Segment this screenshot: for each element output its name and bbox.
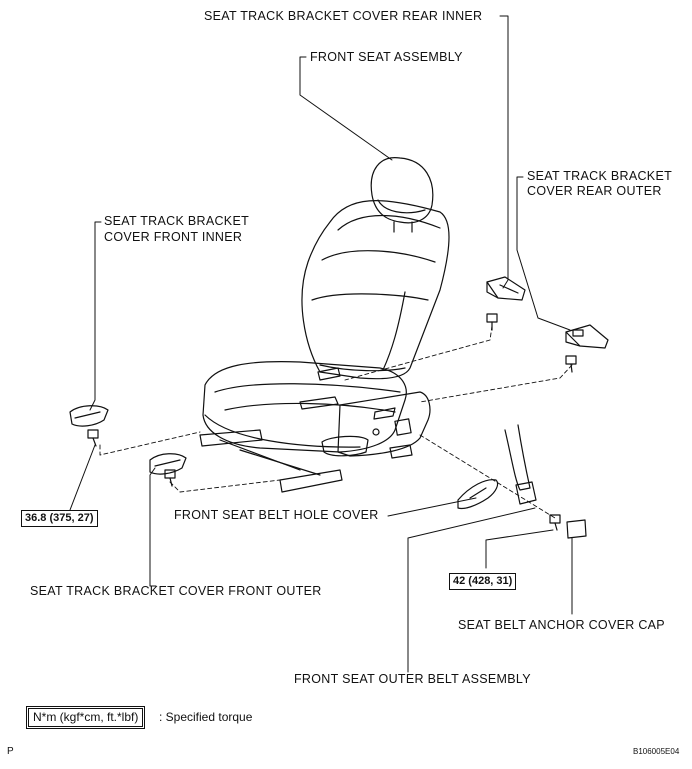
leader-rear-inner (499, 15, 509, 289)
leader-front-outer (149, 467, 157, 587)
anchor-cover-cap (566, 519, 587, 539)
label-rear-outer-line1: SEAT TRACK BRACKET (527, 169, 673, 183)
bracket-cover-rear-inner (486, 276, 526, 301)
torque-seat-bolt: 36.8 (375, 27) (21, 510, 98, 527)
leader-front-inner (89, 221, 102, 411)
label-belt-hole-cover: FRONT SEAT BELT HOLE COVER (174, 508, 379, 522)
seat-track-left (199, 429, 263, 447)
leader-outer-belt (407, 507, 536, 673)
front-seat (199, 157, 450, 493)
leader-front-seat-assembly (299, 56, 393, 161)
label-rear-outer-line2: COVER REAR OUTER (527, 184, 662, 198)
torque-belt-anchor: 42 (428, 31) (449, 573, 517, 590)
corner-mark: P (7, 746, 14, 757)
label-rear-inner: SEAT TRACK BRACKET COVER REAR INNER (204, 9, 483, 23)
bracket-cover-front-outer (149, 453, 187, 475)
headrest (370, 157, 434, 224)
side-shield (337, 391, 431, 457)
bolt-belt-anchor (549, 514, 561, 531)
label-front-inner-line1: SEAT TRACK BRACKET (104, 214, 250, 228)
leader-belt-hole-cover (387, 497, 477, 517)
label-front-seat-assembly: FRONT SEAT ASSEMBLY (310, 50, 463, 64)
label-anchor-cap: SEAT BELT ANCHOR COVER CAP (458, 618, 665, 632)
seat-cushion (202, 361, 407, 453)
belt-hole-cover (457, 479, 499, 510)
leader-lines (69, 15, 573, 673)
label-front-inner-line2: COVER FRONT INNER (104, 230, 243, 244)
outer-belt (504, 424, 537, 505)
bolt-front-outer (164, 469, 176, 487)
seat-track-right (279, 469, 343, 493)
alignment-lines (99, 325, 573, 519)
legend-description: : Specified torque (159, 710, 253, 724)
legend-torque-box: N*m (kgf*cm, ft.*lbf) (25, 706, 146, 729)
bolt-rear-inner (486, 313, 498, 331)
bracket-cover-front-inner (69, 405, 109, 427)
bolts (87, 313, 577, 531)
bolt-rear-outer (565, 355, 577, 373)
leader-rear-outer (516, 176, 571, 331)
label-outer-belt: FRONT SEAT OUTER BELT ASSEMBLY (294, 672, 531, 686)
seatback (301, 200, 450, 380)
figure-code: B106005E04 (633, 747, 680, 756)
leader-torque-seat (69, 444, 96, 511)
label-front-outer: SEAT TRACK BRACKET COVER FRONT OUTER (30, 584, 322, 598)
bracket-cover-rear-outer (565, 324, 609, 349)
bolt-front-inner (87, 429, 99, 447)
leader-torque-belt (485, 529, 554, 569)
